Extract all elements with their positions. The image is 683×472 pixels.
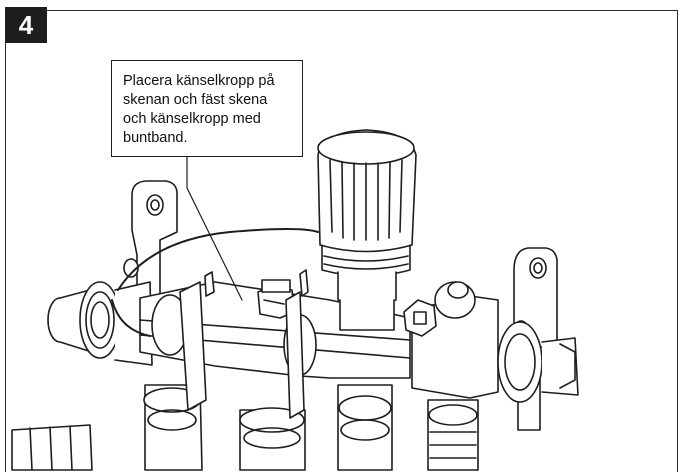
instruction-callout: Placera känselkropp på skenan och fäst s… [111,60,303,157]
thermostat-head [317,129,417,331]
frame-border-left [5,43,6,472]
callout-leader-line [186,156,243,301]
sensor-capillary [117,228,319,291]
callout-text: Placera känselkropp på skenan och fäst s… [123,73,275,146]
sensor-capillary-end [111,299,151,337]
frame-border-top [47,10,677,11]
lower-fittings [11,384,479,471]
right-ball-valve [403,281,579,403]
frame-border-right [677,10,678,472]
step-number-badge: 4 [5,7,47,43]
left-coupling [47,281,153,366]
cable-ties [179,269,309,419]
left-bracket [123,180,178,301]
